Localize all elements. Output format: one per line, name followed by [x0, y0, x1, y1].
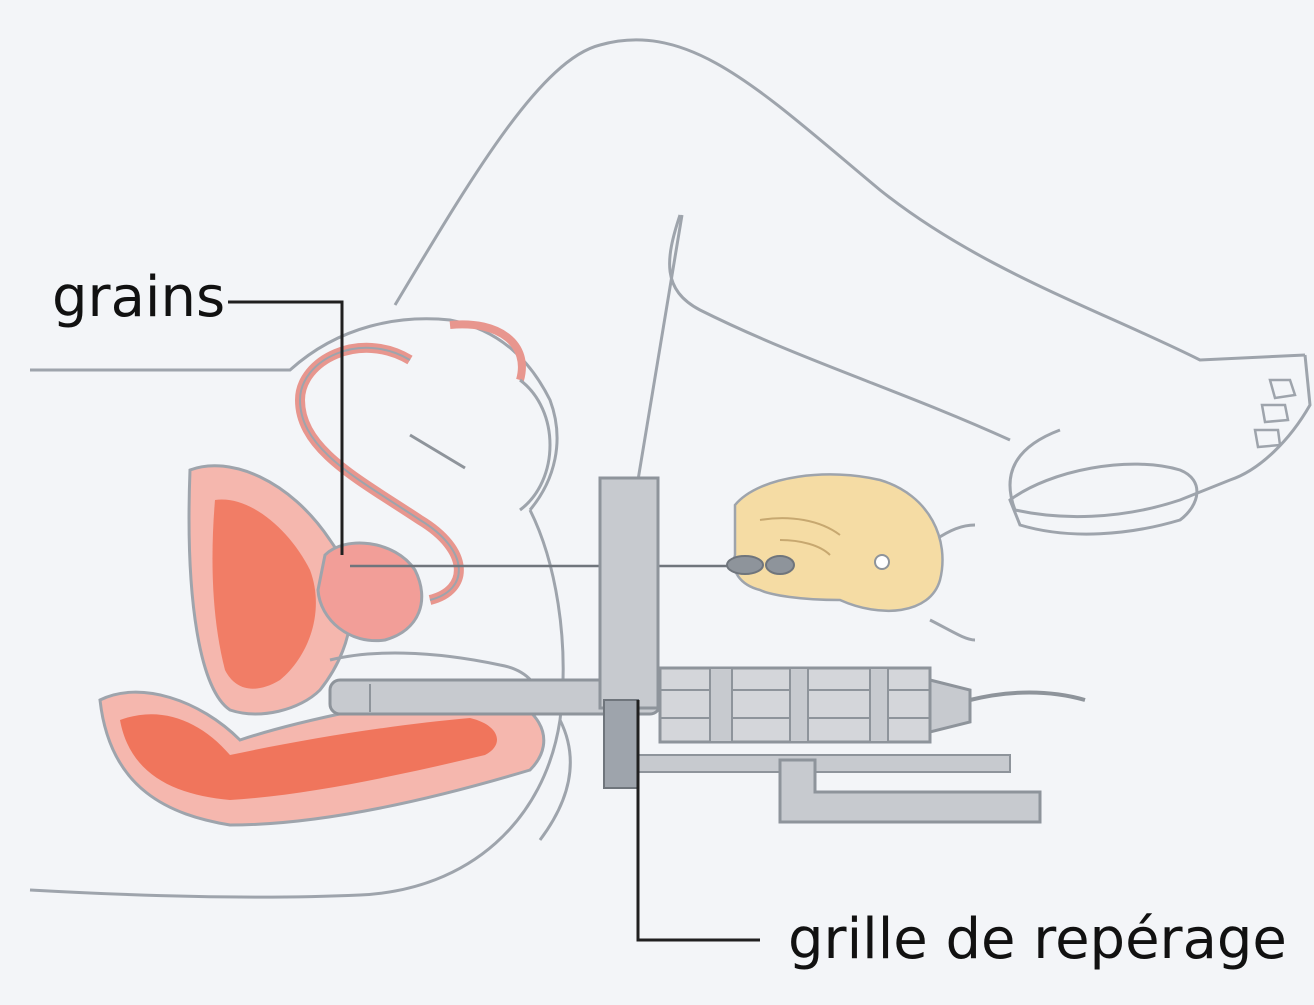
belly-outline — [30, 319, 557, 510]
stepper-block-2 — [790, 668, 808, 742]
label-grains: grains — [52, 265, 225, 330]
forearm-top-line — [935, 525, 975, 540]
hand-shape — [734, 474, 943, 610]
shin-outline — [670, 215, 1010, 440]
hand — [727, 474, 943, 610]
needle-hub-1 — [727, 556, 763, 574]
template-grid — [600, 478, 658, 788]
inner-line — [410, 435, 465, 468]
stepper-block-1 — [710, 668, 732, 742]
stepper-block-3 — [870, 668, 888, 742]
label-grid: grille de repérage — [788, 907, 1287, 972]
grid-plate — [600, 478, 658, 708]
foot-outline — [1010, 464, 1197, 534]
grid-support-rod — [638, 215, 682, 480]
lower-leg-outline — [1010, 355, 1310, 517]
needle-plunger — [875, 555, 889, 569]
thigh-outline — [395, 40, 1305, 360]
needle-hub-2 — [766, 556, 794, 574]
probe-cable — [970, 693, 1085, 701]
hand-forearm-line — [930, 620, 975, 640]
probe-handle — [930, 680, 970, 732]
scrotum-outline — [520, 380, 550, 510]
grid-mount — [604, 700, 638, 788]
